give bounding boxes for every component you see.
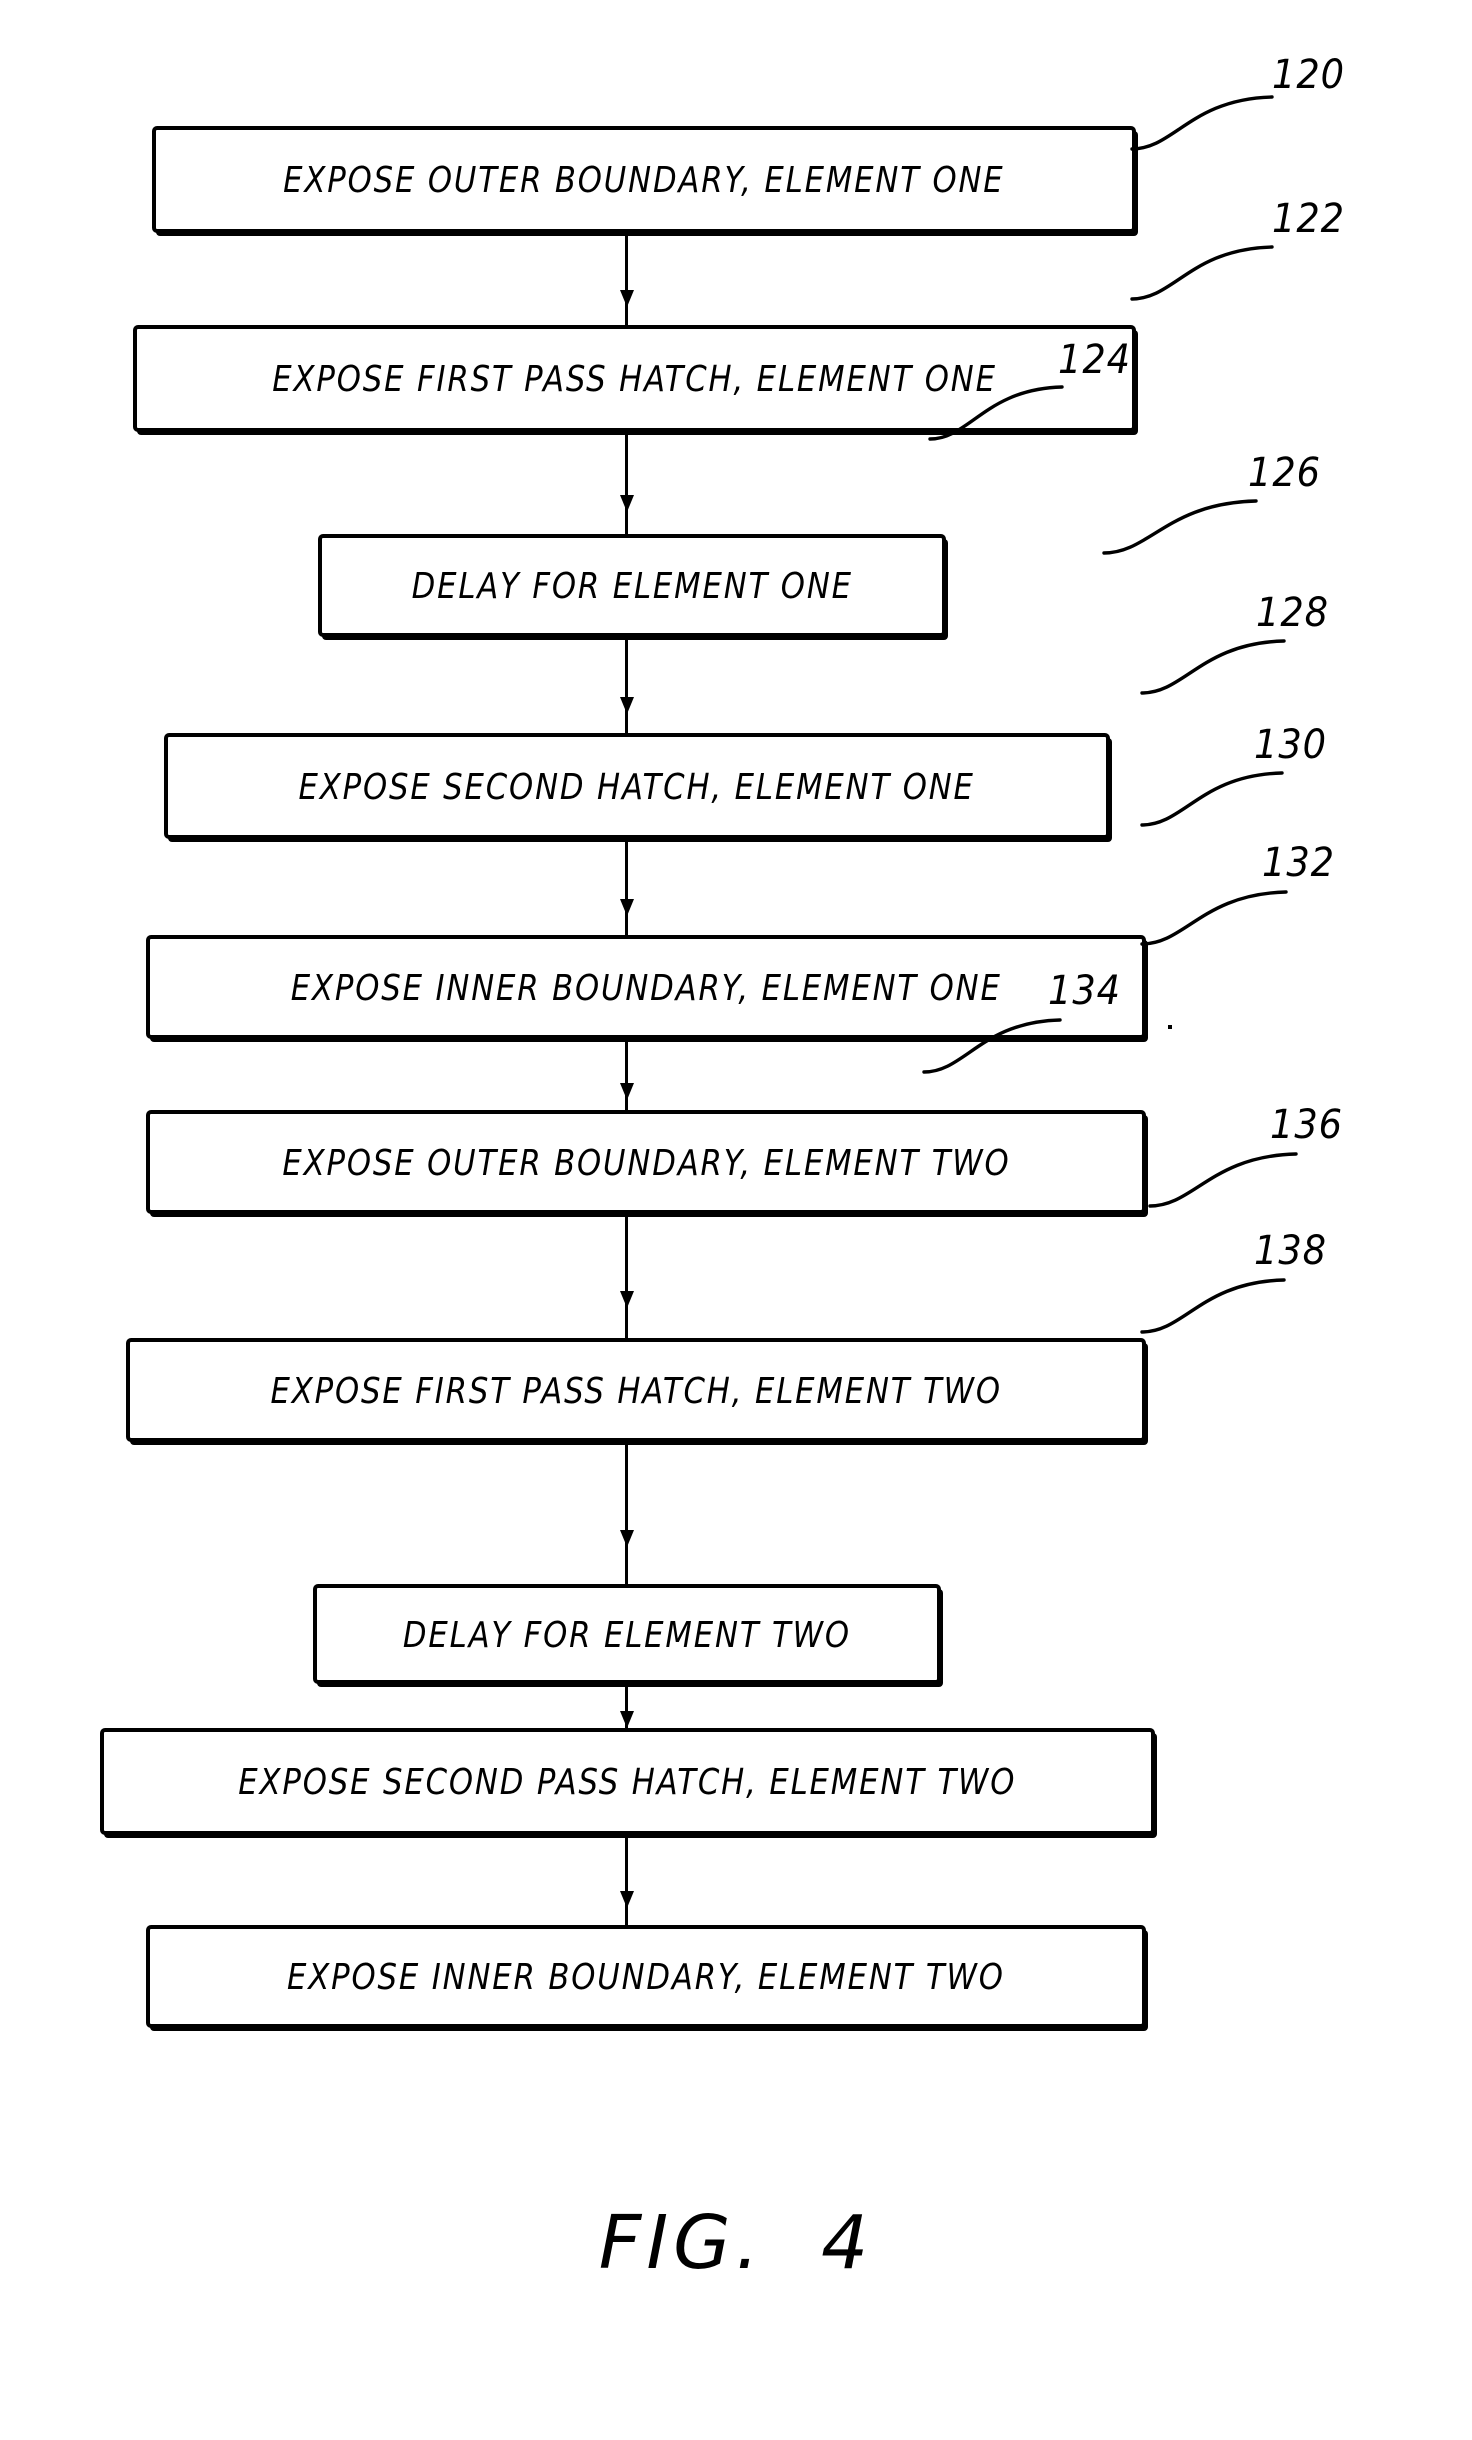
arrowhead-icon [620,1290,634,1308]
arrowhead-icon [620,1711,634,1729]
flowchart-step-label: DELAY FOR ELEMENT ONE [411,564,853,607]
connector-120-to-122 [625,233,628,325]
reference-numeral-132: 132 [1262,840,1336,886]
leader-line-120 [1130,95,1274,151]
arrowhead-icon [620,898,634,916]
arrowhead-icon [620,1530,634,1548]
leader-line-126 [1102,499,1258,555]
flowchart-step-label: EXPOSE FIRST PASS HATCH, ELEMENT TWO [270,1368,1002,1412]
flowchart-step-130: EXPOSE OUTER BOUNDARY, ELEMENT TWO [146,1110,1146,1214]
leader-line-138 [1140,1278,1286,1334]
arrowhead-icon [620,1890,634,1908]
flowchart-step-132: EXPOSE FIRST PASS HATCH, ELEMENT TWO [126,1338,1146,1442]
connector-134-to-136 [625,1684,628,1728]
connector-132-to-134 [625,1442,628,1584]
flowchart-step-label: EXPOSE OUTER BOUNDARY, ELEMENT ONE [283,158,1005,201]
reference-numeral-120: 120 [1272,52,1346,98]
reference-numeral-138: 138 [1254,1228,1328,1274]
reference-numeral-122: 122 [1272,196,1346,242]
connector-136-to-138 [625,1835,628,1925]
reference-numeral-124: 124 [1058,337,1132,383]
flowchart-step-134: DELAY FOR ELEMENT TWO [313,1584,941,1684]
scan-speck [1168,1025,1172,1029]
flowchart-step-128: EXPOSE INNER BOUNDARY, ELEMENT ONE [146,935,1146,1039]
reference-numeral-130: 130 [1254,722,1328,768]
flowchart-step-label: EXPOSE SECOND HATCH, ELEMENT ONE [298,764,976,808]
reference-numeral-134: 134 [1048,968,1122,1014]
flowchart-step-124: DELAY FOR ELEMENT ONE [318,534,946,637]
flowchart-step-label: EXPOSE OUTER BOUNDARY, ELEMENT TWO [281,1140,1011,1184]
arrowhead-icon [620,290,634,308]
flowchart-step-138: EXPOSE INNER BOUNDARY, ELEMENT TWO [146,1925,1146,2028]
connector-128-to-130 [625,1039,628,1110]
leader-line-122 [1130,245,1274,301]
flowchart-step-120: EXPOSE OUTER BOUNDARY, ELEMENT ONE [152,126,1136,233]
flowchart-step-label: DELAY FOR ELEMENT TWO [402,1612,852,1656]
flowchart-step-label: EXPOSE FIRST PASS HATCH, ELEMENT ONE [272,357,997,400]
flowchart-step-label: EXPOSE INNER BOUNDARY, ELEMENT TWO [287,1955,1005,1998]
flowchart-step-label: EXPOSE INNER BOUNDARY, ELEMENT ONE [290,965,1002,1009]
figure-caption: FIG. 4 [598,2200,874,2286]
leader-line-130 [1140,771,1284,827]
flowchart-step-126: EXPOSE SECOND HATCH, ELEMENT ONE [164,733,1110,839]
connector-122-to-124 [625,432,628,534]
flowchart-step-136: EXPOSE SECOND PASS HATCH, ELEMENT TWO [100,1728,1155,1835]
arrowhead-icon [620,495,634,513]
flowchart-step-122: EXPOSE FIRST PASS HATCH, ELEMENT ONE [133,325,1136,432]
reference-numeral-136: 136 [1270,1102,1344,1148]
connector-126-to-128 [625,839,628,935]
connector-130-to-132 [625,1214,628,1338]
reference-numeral-126: 126 [1248,450,1322,496]
arrowhead-icon [620,1083,634,1101]
leader-line-132 [1140,890,1288,946]
connector-124-to-126 [625,637,628,733]
reference-numeral-128: 128 [1256,590,1330,636]
arrowhead-icon [620,696,634,714]
flowchart-step-label: EXPOSE SECOND PASS HATCH, ELEMENT TWO [238,1760,1017,1803]
